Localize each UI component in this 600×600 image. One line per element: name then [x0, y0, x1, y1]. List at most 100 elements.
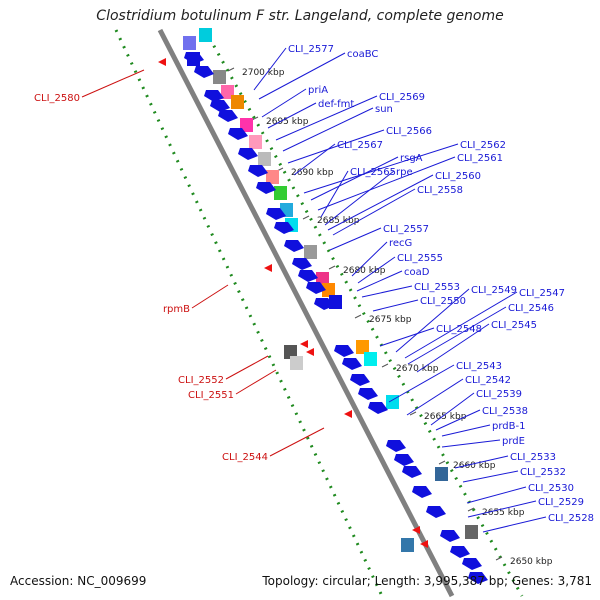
gene-label: CLI_2569	[379, 92, 425, 103]
label-leader-line	[269, 427, 325, 457]
gene-label: rpmB	[163, 304, 190, 315]
gene-label: CLI_2553	[414, 282, 460, 293]
reverse-gene-arrow	[412, 526, 420, 534]
forward-gene-arrow	[248, 165, 268, 177]
label-leader-line	[406, 378, 464, 416]
scale-tick	[381, 363, 389, 368]
scale-tick	[227, 67, 235, 72]
label-leader-line	[462, 470, 519, 483]
gene-label: CLI_2532	[520, 467, 566, 478]
label-leader-line	[454, 455, 509, 469]
gene-block	[199, 28, 212, 42]
gene-label: CLI_2561	[457, 153, 503, 164]
scale-tick-label: 2700 kbp	[242, 68, 285, 78]
forward-gene-arrow	[334, 345, 354, 357]
forward-gene-arrow	[256, 182, 276, 194]
forward-gene-arrow	[210, 100, 230, 112]
label-leader-line	[258, 52, 346, 100]
scale-tick-label: 2670 kbp	[396, 364, 439, 374]
gene-label: CLI_2560	[435, 171, 481, 182]
label-leader-line	[329, 227, 382, 251]
gene-label: CLI_2546	[508, 303, 554, 314]
forward-gene-arrow	[194, 66, 214, 78]
gene-label: CLI_2549	[471, 285, 517, 296]
label-leader-line	[404, 291, 518, 359]
reverse-gene-arrow	[300, 340, 308, 348]
label-leader-line	[407, 306, 507, 365]
scale-tick	[302, 215, 310, 220]
accession-text: Accession: NC_009699	[10, 574, 147, 588]
gene-label: rpe	[396, 167, 413, 178]
label-leader-line	[282, 107, 374, 152]
gene-label: CLI_2580	[34, 93, 80, 104]
gene-block	[249, 135, 262, 149]
scale-tick	[409, 411, 417, 416]
gc-track-right	[203, 29, 524, 597]
gene-label: rsgA	[400, 153, 423, 164]
scale-tick-label: 2695 kbp	[266, 117, 309, 127]
label-leader-line	[81, 69, 145, 98]
scale-tick	[354, 314, 362, 319]
gene-label: CLI_2533	[510, 452, 556, 463]
label-leader-line	[191, 284, 229, 309]
label-leader-line	[235, 369, 277, 395]
gene-block	[435, 467, 448, 481]
label-leader-line	[441, 439, 501, 448]
label-leader-line	[253, 47, 287, 91]
forward-gene-arrow	[350, 374, 370, 386]
label-leader-line	[303, 143, 459, 194]
forward-gene-arrow	[342, 358, 362, 370]
scale-tick-label: 2680 kbp	[343, 266, 386, 276]
gene-label: CLI_2552	[178, 375, 224, 386]
reverse-gene-arrow	[158, 58, 166, 66]
gene-label: CLI_2565	[350, 167, 396, 178]
gene-label: CLI_2566	[386, 126, 432, 137]
label-leader-line	[317, 156, 456, 211]
label-leader-line	[261, 88, 307, 118]
gene-block	[356, 340, 369, 354]
gene-label: CLI_2529	[538, 497, 584, 508]
forward-gene-arrow	[218, 110, 238, 122]
gene-label: priA	[308, 85, 328, 96]
gene-block	[183, 36, 196, 50]
gene-block	[284, 345, 297, 359]
gene-label: CLI_2539	[476, 389, 522, 400]
scale-tick-label: 2660 kbp	[453, 461, 496, 471]
forward-gene-arrow	[450, 546, 470, 558]
scale-tick-label: 2690 kbp	[291, 168, 334, 178]
gene-label: CLI_2577	[288, 44, 334, 55]
gene-block	[322, 283, 335, 297]
gene-block	[221, 85, 234, 99]
gene-label: recG	[389, 238, 412, 249]
forward-gene-arrow	[468, 572, 488, 584]
gene-label: CLI_2544	[222, 452, 268, 463]
gene-label: CLI_2551	[188, 390, 234, 401]
gene-label: CLI_2548	[436, 324, 482, 335]
label-leader-line	[275, 95, 378, 141]
gene-label: coaD	[404, 267, 430, 278]
gene-label: CLI_2562	[460, 140, 506, 151]
gene-label: coaBC	[347, 49, 378, 60]
scale-tick	[438, 460, 446, 465]
gene-block	[401, 538, 414, 552]
gene-block	[258, 152, 271, 166]
genome-summary-text: Topology: circular; Length: 3,995,387 bp…	[262, 574, 592, 588]
forward-gene-arrow	[402, 466, 422, 478]
gene-label: prdE	[502, 436, 525, 447]
gene-block	[231, 95, 244, 109]
reverse-gene-arrow	[306, 348, 314, 356]
forward-gene-arrow	[462, 558, 482, 570]
forward-gene-arrow	[266, 208, 286, 220]
label-leader-line	[225, 355, 269, 380]
label-leader-line	[320, 170, 349, 218]
reverse-gene-arrow	[264, 264, 272, 272]
forward-gene-arrow	[358, 388, 378, 400]
gene-block	[304, 245, 317, 259]
label-leaders	[81, 47, 547, 533]
gene-label: CLI_2547	[519, 288, 565, 299]
gene-label: prdB-1	[492, 421, 525, 432]
reverse-gene-arrow	[420, 540, 428, 548]
label-leader-line	[467, 500, 537, 518]
